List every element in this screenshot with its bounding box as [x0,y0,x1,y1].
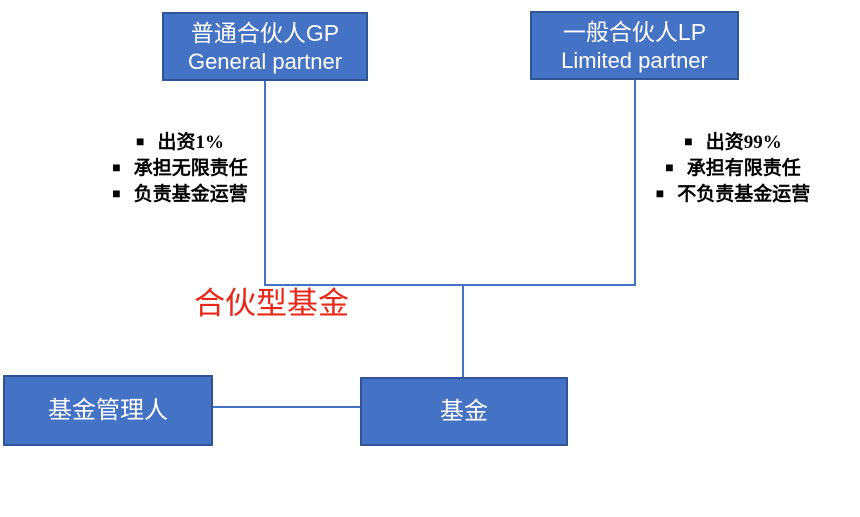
gp-box-title-cn: 普通合伙人GP [190,19,340,46]
fund-box: 基金 [360,377,568,446]
gp-box: 普通合伙人GP General partner [162,12,368,81]
lp-note-text: 不负责基金运营 [677,184,811,205]
lp-box-title-cn: 一般合伙人LP [562,18,707,45]
lp-notes-list: ■出资99% ■承担有限责任 ■不负责基金运营 [633,129,833,207]
bullet-square-icon: ■ [655,185,665,201]
connector-horizontal-join [264,284,636,286]
lp-box-title-en: Limited partner [561,47,708,73]
list-item: ■ 出资99% [633,129,833,155]
list-item: ■ 不负责基金运营 [633,181,833,207]
connector-gp-down [264,81,266,285]
connector-manager-fund [213,406,360,408]
gp-note-text: 负责基金运营 [133,184,248,205]
diagram-caption-partnership-fund: 合伙型基金 [194,286,349,321]
fund-manager-label: 基金管理人 [48,396,168,424]
fund-manager-box: 基金管理人 [3,375,213,446]
lp-note-text: 出资99% [705,132,782,153]
gp-note-text: 承担无限责任 [133,158,248,179]
lp-box: 一般合伙人LP Limited partner [530,11,739,80]
bullet-square-icon: ■ [665,159,674,175]
fund-label: 基金 [440,397,488,425]
lp-note-text: 承担有限责任 [686,158,801,179]
bullet-square-icon: ■ [112,185,121,201]
list-item: ■ 承担无限责任 [80,155,280,181]
list-item: ■ 负责基金运营 [80,181,280,207]
bullet-square-icon: ■ [112,159,121,175]
bullet-square-icon: ■ [684,133,693,149]
connector-lp-down [634,80,636,285]
gp-notes-list: ■ 出资1% ■ 承担无限责任 ■ 负责基金运营 [80,129,280,207]
list-item: ■ 出资1% [80,129,280,155]
bullet-square-icon: ■ [136,133,145,149]
gp-box-title-en: General partner [187,48,343,74]
list-item: ■ 承担有限责任 [633,155,833,181]
connector-middle-down [462,286,464,377]
gp-note-text: 出资1% [157,132,224,153]
